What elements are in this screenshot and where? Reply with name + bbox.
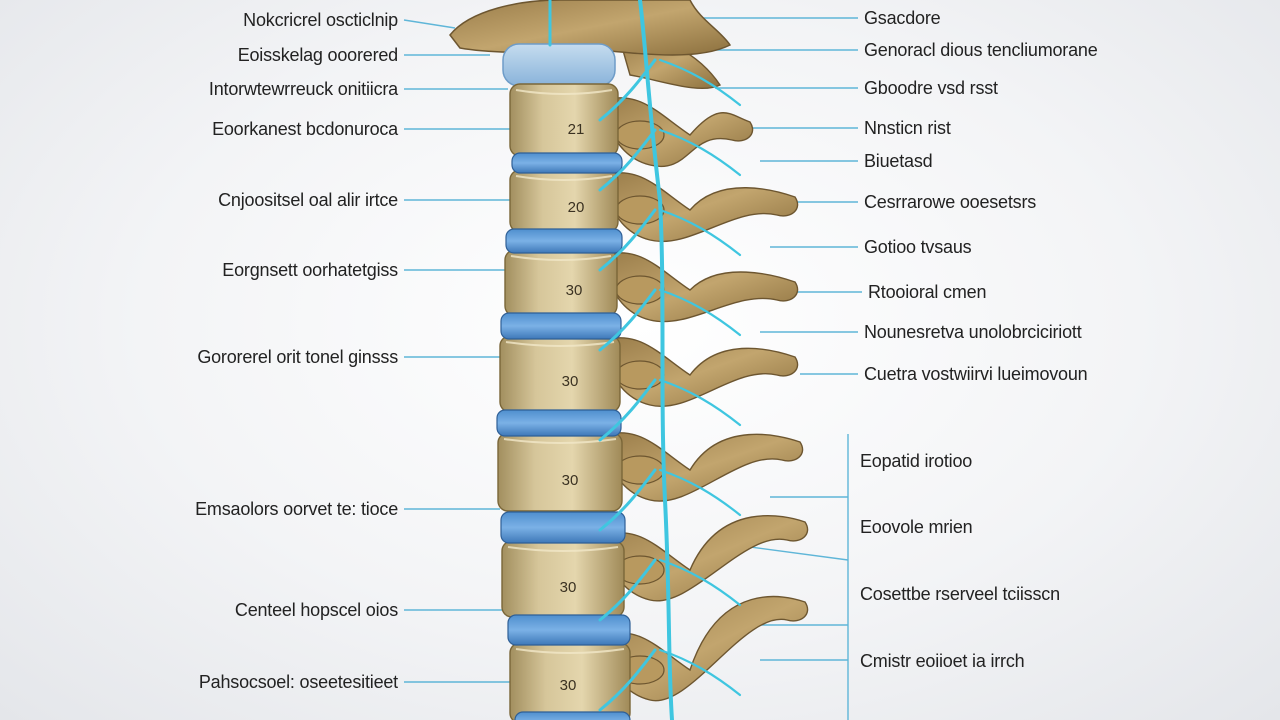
nerve-branch xyxy=(658,558,742,607)
right-label: Gboodre vsd rsst xyxy=(864,78,998,98)
right-label: Rtooioral cmen xyxy=(868,282,987,302)
nerve-root xyxy=(598,378,657,442)
intervertebral-disc xyxy=(500,312,622,340)
vertebral-column xyxy=(496,43,631,720)
leader-line xyxy=(734,544,849,561)
left-label: Nokcricrel oscticlnip xyxy=(243,10,398,30)
leader-lines xyxy=(403,17,862,683)
left-label: Eorgnsett oorhatetgiss xyxy=(222,260,398,280)
nerve-branch xyxy=(658,208,742,257)
leader-line xyxy=(403,19,456,29)
vertebra-number: 30 xyxy=(566,282,583,299)
nerve-branch xyxy=(658,468,742,517)
nerve-branch xyxy=(658,648,742,697)
vertebra-number: 20 xyxy=(568,199,585,216)
intervertebral-disc xyxy=(514,711,631,720)
transverse-process xyxy=(615,275,665,305)
transverse-process xyxy=(615,455,665,485)
intervertebral-disc xyxy=(496,409,622,437)
vertebra-number: 30 xyxy=(560,677,577,694)
nerve-root xyxy=(598,208,657,272)
right-label: Cmistr eoiioet ia irrch xyxy=(860,651,1025,671)
right-label: Gotioo tvsaus xyxy=(864,237,972,257)
right-label: Eoovole mrien xyxy=(860,517,973,537)
vertebra-number: 30 xyxy=(560,579,577,596)
right-label: Nounesretva unolobrciciriott xyxy=(864,322,1082,342)
body-highlight xyxy=(515,89,613,95)
vertebra-number: 21 xyxy=(568,121,585,138)
left-label: Centeel hopscel oios xyxy=(234,600,398,620)
transverse-process xyxy=(615,195,665,225)
nerve-root xyxy=(598,58,657,122)
body-highlight xyxy=(515,648,625,654)
nerve-branch xyxy=(658,378,742,427)
left-label: Eoorkanest bcdonuroca xyxy=(212,119,398,139)
nerve-branch xyxy=(658,128,742,177)
intervertebral-disc xyxy=(500,511,626,544)
nerve-root xyxy=(598,288,657,352)
body-highlight xyxy=(510,255,612,261)
vertebra-numbers: 21 20 30 30 30 30 30 xyxy=(560,121,585,694)
right-label: Nnsticn rist xyxy=(864,118,951,138)
right-label: Genoracl dious tencliumorane xyxy=(864,40,1098,60)
body-highlight xyxy=(515,175,613,181)
intervertebral-disc xyxy=(507,614,631,646)
left-label: Pahsocsoel: oseetesitieet xyxy=(198,672,398,692)
intervertebral-disc xyxy=(505,228,623,254)
spinous-process xyxy=(604,172,799,243)
top-disc xyxy=(502,43,616,87)
transverse-process xyxy=(615,360,665,390)
spinous-processes xyxy=(604,37,809,702)
spinous-process xyxy=(604,432,804,502)
left-label: Cnjoositsel oal alir irtce xyxy=(218,190,398,210)
spinal-cord xyxy=(638,0,674,720)
body-highlight xyxy=(503,438,617,444)
right-label: Eopatid irotioo xyxy=(860,451,973,471)
spinous-process xyxy=(604,252,799,323)
nerve-branch xyxy=(658,288,742,337)
right-label: Gsacdore xyxy=(864,8,941,28)
spinous-process xyxy=(604,337,799,407)
spinous-process xyxy=(604,595,809,702)
left-label: Intorwtewrreuck onitiicra xyxy=(208,79,398,99)
left-label: Emsaolors oorvet te: tioce xyxy=(195,499,398,519)
body-highlight xyxy=(505,341,615,347)
spinal-nerves xyxy=(548,0,742,720)
left-label: Eoisskelag ooorered xyxy=(237,45,399,65)
nerve-root xyxy=(598,558,657,622)
right-label: Biuetasd xyxy=(864,151,933,171)
right-label: Cesrrarowe ooesetsrs xyxy=(864,192,1037,212)
nerve-root xyxy=(598,648,657,712)
intervertebral-disc xyxy=(511,152,623,174)
right-label: Cuetra vostwiirvi lueimovoun xyxy=(864,364,1088,384)
vertebra-number: 30 xyxy=(562,373,579,390)
nerve-root xyxy=(598,468,657,532)
nerve-root xyxy=(598,128,657,192)
vertebral-body xyxy=(497,432,623,512)
right-label: Cosettbe rserveel tciisscn xyxy=(860,584,1060,604)
transverse-process xyxy=(615,120,665,150)
body-highlight xyxy=(507,546,619,552)
vertebra-number: 30 xyxy=(562,472,579,489)
nerve-branch xyxy=(658,58,742,107)
left-label: Gororerel orit tonel ginsss xyxy=(197,347,398,367)
